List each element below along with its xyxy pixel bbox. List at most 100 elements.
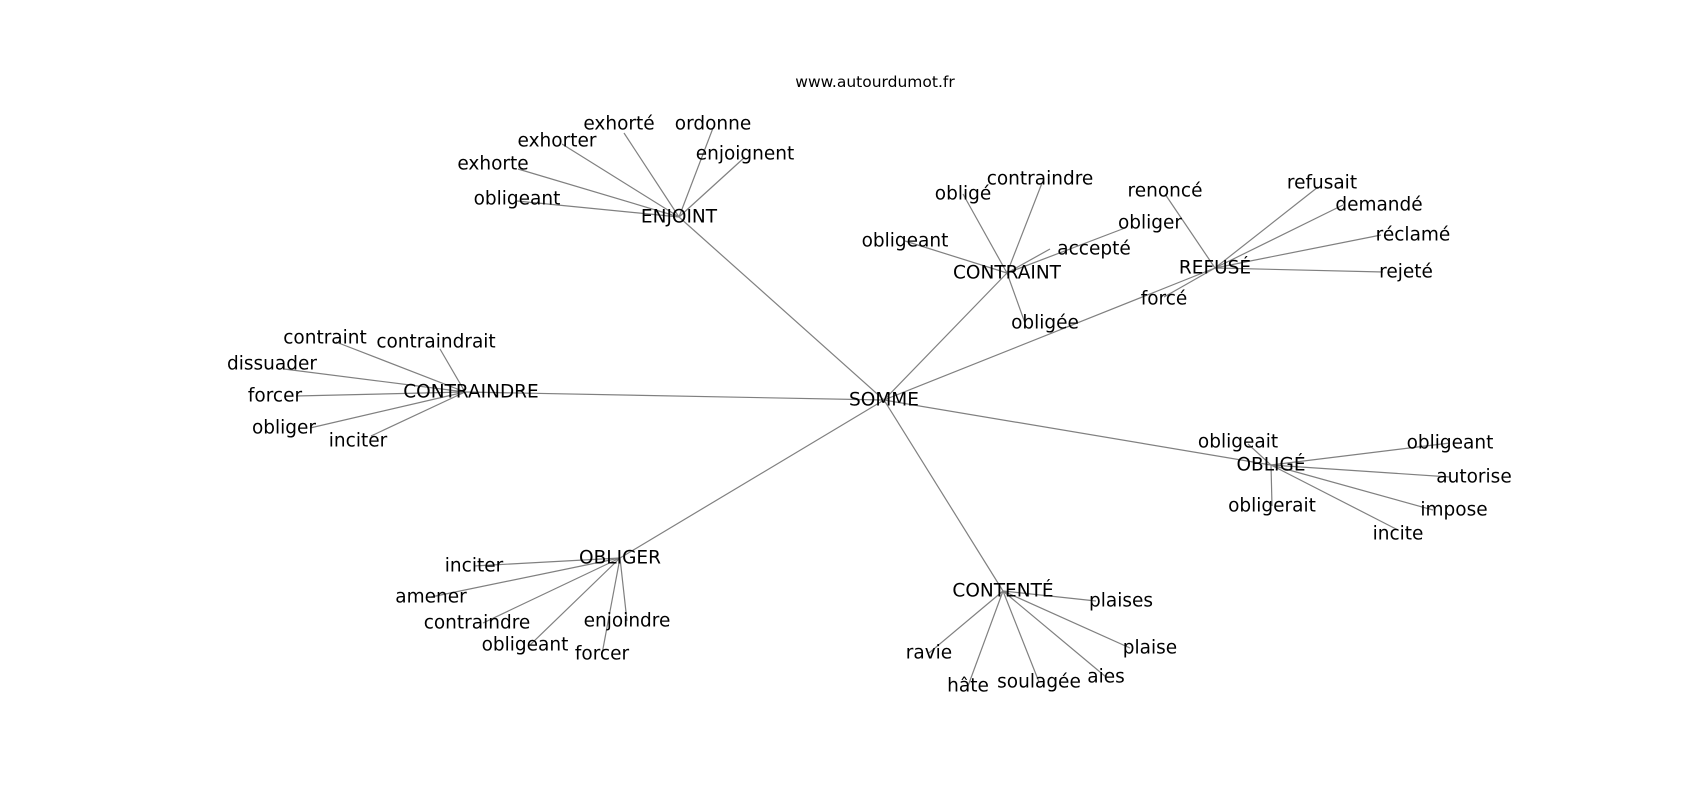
edge-contente-4 [967, 590, 1004, 687]
group-node-refuse[interactable]: REFUSÉ [1179, 257, 1251, 279]
word-node-contraint-1[interactable]: contraindre [987, 169, 1094, 190]
edge-oblige-5 [1270, 464, 1273, 507]
word-node-contraindre-1[interactable]: contraindrait [376, 332, 495, 353]
edge-contraint-2 [904, 240, 1008, 274]
center-word[interactable]: SOMME [849, 390, 919, 411]
edge-center-contraint [883, 272, 1008, 401]
edge-center-oblige [883, 399, 1272, 466]
word-node-enjoint-0[interactable]: obligeant [474, 189, 561, 210]
word-node-oblige-4[interactable]: incite [1373, 524, 1424, 545]
word-node-refuse-3[interactable]: réclamé [1376, 225, 1451, 246]
word-node-enjoint-1[interactable]: exhorte [457, 154, 528, 175]
edge-contraindre-2 [283, 368, 466, 393]
word-node-contraindre-4[interactable]: obliger [252, 418, 316, 439]
word-node-contente-3[interactable]: soulagée [997, 672, 1081, 693]
graph-nodes: SOMME ENJOINT obligeant exhorteexhorterexho… [227, 114, 1512, 697]
group-node-contraindre[interactable]: CONTRAINDRE [403, 382, 538, 403]
edge-center-contraindre [464, 391, 885, 401]
word-node-oblige-5[interactable]: obligerait [1228, 496, 1316, 517]
word-node-contraindre-3[interactable]: forcer [248, 386, 303, 407]
group-node-enjoint[interactable]: ENJOINT [641, 207, 718, 228]
edge-oblige-3 [1270, 464, 1434, 511]
graph-edges [283, 127, 1451, 687]
word-node-enjoint-3[interactable]: exhorté [583, 114, 654, 135]
group-node-contente[interactable]: CONTENTÉ [952, 580, 1053, 602]
edge-obliger-2 [482, 557, 621, 624]
word-node-contente-5[interactable]: ravie [906, 643, 952, 664]
word-node-enjoint-5[interactable]: enjoignent [696, 144, 795, 165]
edge-enjoint-2 [561, 143, 680, 218]
edge-obliger-1 [430, 557, 621, 598]
edge-contraindre-3 [295, 391, 466, 397]
word-node-oblige-0[interactable]: obligeait [1198, 432, 1278, 453]
edge-oblige-2 [1270, 464, 1451, 478]
group-node-contraint[interactable]: CONTRAINT [953, 263, 1062, 284]
edge-obliger-0 [473, 557, 621, 567]
source-label[interactable]: www.autourdumot.fr [795, 73, 955, 91]
word-node-oblige-1[interactable]: obligeant [1407, 433, 1494, 454]
edge-refuse-2 [1214, 204, 1344, 269]
edge-contraindre-0 [335, 341, 466, 393]
word-node-obliger-2[interactable]: contraindre [424, 613, 531, 634]
edge-contraindre-4 [309, 391, 466, 429]
group-node-obliger[interactable]: OBLIGER [579, 548, 661, 569]
word-node-obliger-4[interactable]: forcer [575, 644, 630, 665]
edge-refuse-4 [1214, 267, 1384, 273]
edge-contraint-0 [962, 193, 1008, 274]
word-node-contente-4[interactable]: hâte [947, 676, 989, 697]
word-node-refuse-2[interactable]: demandé [1335, 195, 1422, 216]
edge-oblige-4 [1270, 464, 1399, 531]
edge-enjoint-3 [623, 132, 680, 218]
edge-contraint-4 [1006, 248, 1051, 274]
word-node-contraint-4[interactable]: accepté [1057, 239, 1130, 260]
word-node-contraindre-0[interactable]: contraint [283, 328, 367, 349]
edge-contente-2 [1002, 590, 1107, 678]
edge-enjoint-1 [517, 168, 680, 218]
edge-obliger-5 [619, 557, 628, 622]
word-node-enjoint-4[interactable]: ordonne [675, 114, 752, 135]
edge-refuse-3 [1214, 234, 1382, 269]
word-node-refuse-0[interactable]: renoncé [1128, 181, 1203, 202]
word-node-oblige-3[interactable]: impose [1420, 500, 1487, 521]
edge-oblige-0 [1247, 443, 1272, 466]
edge-center-contente [883, 399, 1004, 592]
edge-refuse-5 [1163, 267, 1216, 298]
edge-obliger-3 [529, 557, 621, 646]
word-node-enjoint-2[interactable]: exhorter [518, 131, 597, 152]
word-node-contente-1[interactable]: plaise [1123, 638, 1177, 659]
edge-contraindre-1 [439, 348, 466, 393]
word-node-refuse-1[interactable]: refusait [1287, 173, 1357, 194]
edge-enjoint-5 [678, 156, 746, 218]
word-node-contraindre-2[interactable]: dissuader [227, 354, 317, 375]
edge-refuse-0 [1164, 193, 1216, 269]
word-node-contraint-2[interactable]: obligeant [862, 231, 949, 252]
group-node-oblige[interactable]: OBLIGÉ [1236, 454, 1305, 476]
word-node-obliger-5[interactable]: enjoindre [584, 611, 671, 632]
word-node-obliger-0[interactable]: inciter [445, 556, 504, 577]
edge-contente-3 [1002, 590, 1040, 683]
word-node-contraindre-5[interactable]: inciter [329, 431, 388, 452]
word-node-contente-0[interactable]: plaises [1089, 591, 1153, 612]
word-node-obliger-3[interactable]: obligeant [482, 635, 569, 656]
word-node-contraint-0[interactable]: obligé [935, 184, 991, 205]
word-node-contraint-3[interactable]: obligée [1011, 313, 1079, 334]
word-node-contraint-5[interactable]: obliger [1118, 213, 1182, 234]
edge-contraindre-5 [370, 391, 466, 437]
edge-contraint-3 [1006, 272, 1026, 324]
edge-obliger-4 [601, 557, 621, 655]
edge-contraint-5 [1006, 227, 1126, 274]
word-node-obliger-1[interactable]: amener [395, 587, 467, 608]
edge-contente-0 [1002, 590, 1097, 602]
word-node-oblige-2[interactable]: autorise [1436, 467, 1511, 488]
word-node-refuse-5[interactable]: forcé [1141, 289, 1188, 310]
edge-enjoint-4 [678, 127, 714, 218]
edge-contente-1 [1002, 590, 1131, 649]
edge-center-obliger [619, 399, 885, 559]
word-node-refuse-4[interactable]: rejeté [1379, 262, 1433, 283]
edge-enjoint-0 [516, 200, 680, 218]
edge-refuse-1 [1214, 186, 1319, 269]
edge-center-enjoint [678, 216, 885, 401]
word-node-contente-2[interactable]: aies [1087, 667, 1125, 688]
edge-oblige-1 [1270, 442, 1451, 466]
